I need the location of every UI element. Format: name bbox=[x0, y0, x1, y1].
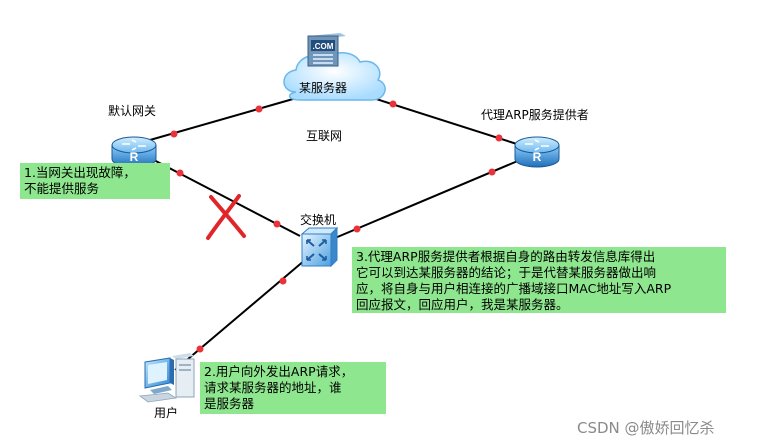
port bbox=[255, 105, 263, 113]
gateway-label: 默认网关 bbox=[108, 104, 157, 118]
port bbox=[176, 169, 184, 177]
link-switch-user bbox=[174, 259, 306, 371]
pc-icon bbox=[138, 353, 195, 403]
note-step1: 1.当网关出现故障， 不能提供服务 bbox=[20, 163, 170, 199]
port bbox=[353, 225, 361, 233]
server-badge: .COM bbox=[313, 42, 334, 51]
ports bbox=[170, 100, 503, 353]
port bbox=[279, 277, 287, 285]
router-letter: R bbox=[130, 150, 139, 164]
port bbox=[170, 130, 178, 138]
watermark: CSDN @傲娇回忆杀 bbox=[577, 419, 715, 437]
note-step3: 3.代理ARP服务提供者根据自身的路由转发信息库得出 它可以到达某服务器的结论；… bbox=[352, 247, 726, 313]
note-step2: 2.用户向外发出ARP请求， 请求某服务器的地址，谁 是服务器 bbox=[200, 362, 386, 414]
internet-label: 互联网 bbox=[306, 129, 343, 143]
port bbox=[196, 345, 204, 353]
port bbox=[273, 220, 281, 228]
port bbox=[495, 134, 503, 142]
router-icon: R bbox=[514, 136, 560, 168]
proxy-label: 代理ARP服务提供者 bbox=[481, 108, 589, 122]
cloud-label: 某服务器 bbox=[299, 81, 348, 95]
router-letter: R bbox=[533, 150, 542, 164]
switch-label: 交换机 bbox=[300, 213, 337, 227]
server-icon: .COM bbox=[307, 33, 346, 67]
port bbox=[488, 168, 496, 176]
port bbox=[389, 100, 397, 108]
switch-icon bbox=[300, 226, 339, 268]
user-label: 用户 bbox=[154, 406, 179, 420]
x-mark-icon bbox=[206, 194, 246, 240]
